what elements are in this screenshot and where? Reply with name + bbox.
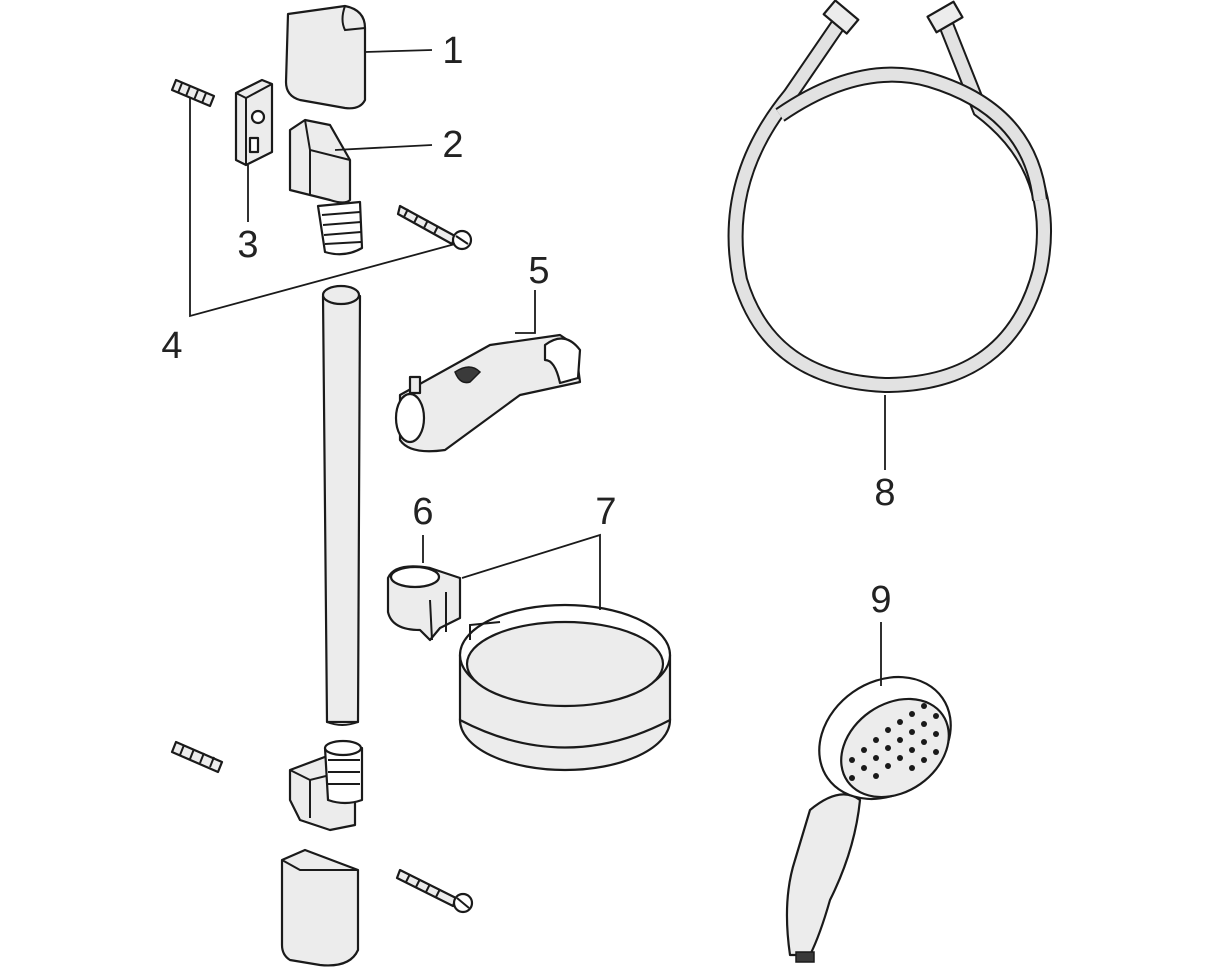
leader-5	[515, 290, 536, 334]
label-4: 4	[161, 325, 182, 367]
spray-nozzle-pattern	[849, 703, 939, 781]
basket-ring	[458, 603, 672, 772]
label-2: 2	[442, 124, 463, 166]
leader-2	[334, 144, 433, 151]
wall-mounting-plate	[234, 78, 274, 167]
label-6: 6	[412, 491, 433, 533]
holder-clip	[386, 565, 462, 642]
leader-1	[364, 49, 433, 53]
label-8: 8	[874, 472, 895, 514]
label-5: 5	[528, 250, 549, 292]
top-cover-cap	[284, 4, 367, 110]
wall-dowel-upper	[170, 78, 216, 108]
shower-head-slider	[394, 333, 582, 453]
shower-hose	[727, 0, 1052, 394]
bottom-cover-cap	[280, 848, 360, 967]
leader-7	[461, 533, 601, 610]
label-9: 9	[870, 579, 891, 621]
lower-bracket-holder	[288, 739, 364, 832]
leader-4	[189, 98, 456, 318]
label-7: 7	[595, 491, 616, 533]
upper-bracket-holder	[288, 118, 364, 256]
wall-dowel-lower	[170, 740, 224, 774]
hand-shower	[785, 675, 952, 963]
wood-screw-lower	[395, 868, 474, 914]
label-3: 3	[237, 224, 258, 266]
label-1: 1	[442, 30, 463, 72]
slide-rail	[321, 284, 362, 726]
wood-screw-upper	[396, 204, 473, 251]
